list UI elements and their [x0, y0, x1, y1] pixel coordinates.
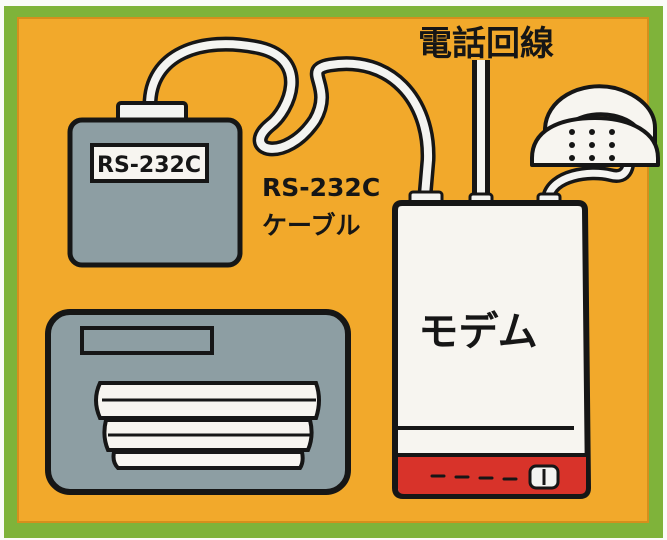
computer-icon: [70, 103, 240, 265]
serial-port-label: RS-232C: [97, 153, 201, 178]
phone-line-cable: [472, 60, 490, 200]
printer-icon: [48, 312, 348, 492]
phone-line-label: 電話回線: [418, 24, 554, 64]
cable-label-line1: RS-232C: [262, 173, 380, 202]
modem-label: モデム: [418, 309, 537, 355]
cable-label-line2: ケーブル: [262, 211, 361, 240]
